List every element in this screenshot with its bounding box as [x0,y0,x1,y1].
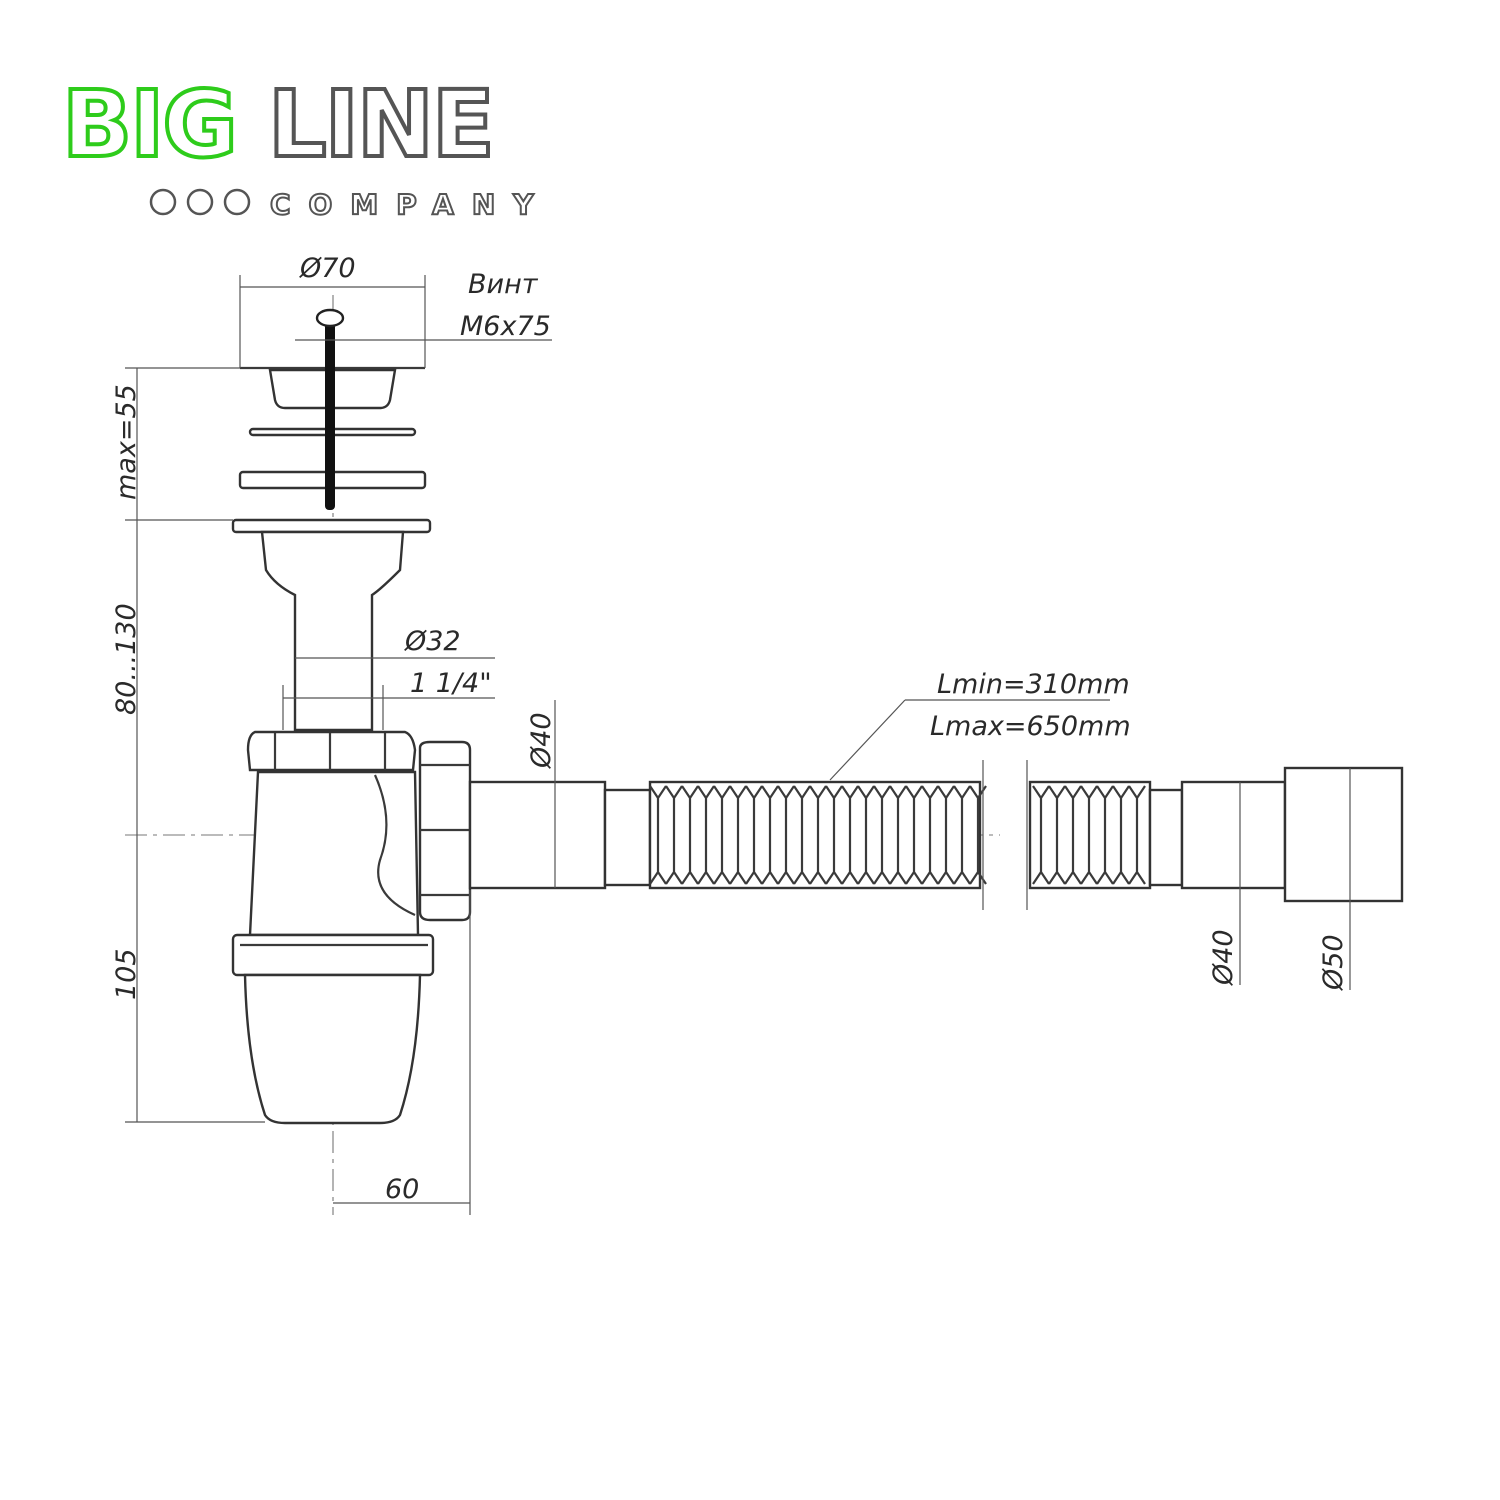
dim-inlet-thread: 1 1/4" [410,668,492,699]
dim-height-max: max=55 [111,384,142,500]
hose-rib [1128,785,1146,885]
hose-rib [841,785,859,885]
outlet-hose [468,760,1404,910]
hose-rib [761,785,779,885]
dim-outlet-diameter: Ø40 [526,712,557,769]
hose-rib [1080,785,1098,885]
hose-rib [793,785,811,885]
dim-end-diameter-50: Ø50 [1318,934,1349,991]
hose-corrugation [1032,785,1146,885]
hose-rib [809,785,827,885]
hose-rib [1064,785,1082,885]
svg-text:BIG: BIG [62,71,236,178]
hose-rib [889,785,907,885]
siphon-body [231,530,472,1125]
hose-min-length: Lmin=310mm [937,669,1130,700]
dim-inlet-diameter: Ø32 [404,626,461,657]
hose-rib [873,785,891,885]
hose-rib [649,785,667,885]
svg-text:LINE: LINE [268,71,493,178]
hose-corrugation [649,785,987,885]
hose-rib [953,785,971,885]
hose-rib [825,785,843,885]
hose-max-length: Lmax=650mm [930,711,1131,742]
screw-label: Винт [468,269,539,300]
hose-rib [745,785,763,885]
bigline-logo: BIG LINE COMPANY [60,69,552,222]
grate-assembly [231,308,432,534]
hose-rib [921,785,939,885]
dim-end-diameter-40: Ø40 [1208,929,1239,986]
hose-rib [665,785,683,885]
hose-rib [713,785,731,885]
dimension-lines [125,275,1351,1215]
dim-bottle-height: 105 [111,948,142,1000]
hose-rib [905,785,923,885]
hose-rib [729,785,747,885]
hose-rib [1112,785,1130,885]
hose-rib [777,785,795,885]
hose-rib [1096,785,1114,885]
dim-height-range: 80...130 [111,603,142,715]
dim-grate-diameter: Ø70 [299,253,356,284]
hose-rib [857,785,875,885]
dim-offset: 60 [385,1174,419,1205]
hose-rib [1048,785,1066,885]
svg-text:COMPANY: COMPANY [270,188,552,221]
hose-rib [969,785,987,885]
hose-rib [681,785,699,885]
hose-rib [697,785,715,885]
hose-rib [937,785,955,885]
hose-rib [1032,785,1050,885]
screw-size: M6x75 [460,311,551,342]
